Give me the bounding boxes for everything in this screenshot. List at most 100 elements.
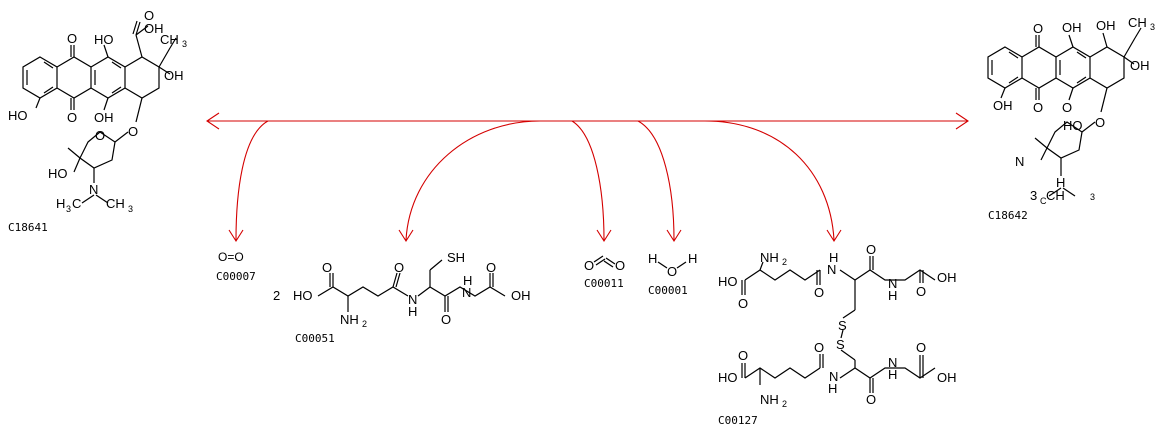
glutathione-coefficient: 2 xyxy=(273,288,280,303)
atom-label: O xyxy=(1062,100,1072,115)
atom-label: 3 xyxy=(66,204,71,214)
atom-label: H xyxy=(56,196,65,211)
ring-d xyxy=(124,56,160,99)
atom-label: O xyxy=(322,260,332,275)
oxygen-id: C00007 xyxy=(216,270,256,283)
atom-label: OH xyxy=(1130,58,1150,73)
atom-label: C xyxy=(72,196,81,211)
atom-label: O xyxy=(738,348,748,363)
atom-label: O xyxy=(486,260,496,275)
atom-label: CH xyxy=(160,32,179,47)
ring-a-inner xyxy=(26,61,54,94)
atom-label: HO xyxy=(718,274,738,289)
atom-label: H xyxy=(829,250,838,265)
atom-label: O xyxy=(1033,21,1043,36)
glutathione-arrowhead xyxy=(398,229,414,243)
atom-label: HO xyxy=(1063,118,1083,133)
atom-label: OH xyxy=(937,370,957,385)
oxygen-arrowhead xyxy=(228,229,244,243)
atom-label: H xyxy=(463,273,472,288)
atom-label: N xyxy=(408,292,417,307)
atom-label: HO xyxy=(94,32,114,47)
atom-label: 3 xyxy=(182,39,187,49)
arrow-to-co2 xyxy=(571,120,605,241)
atom-label: OH xyxy=(511,288,531,303)
atom-label: N xyxy=(888,355,897,370)
arrow-to-glutathione xyxy=(405,120,541,241)
atom-label: O xyxy=(738,296,748,311)
substrate-id: C18641 xyxy=(8,221,48,234)
atom-label: H xyxy=(1056,175,1065,190)
atom-label: S xyxy=(836,337,845,352)
atom-label: O xyxy=(615,258,625,273)
oxygen-formula: O=O xyxy=(218,250,244,264)
atom-label: CH xyxy=(106,196,125,211)
atom-label: 3 xyxy=(1150,22,1155,32)
atom-label: N xyxy=(827,262,836,277)
atom-label: O xyxy=(814,285,824,300)
atom-label: NH xyxy=(760,392,779,407)
water-arrowhead xyxy=(666,229,682,243)
atom-label: 2 xyxy=(362,319,367,329)
atom-label: 2 xyxy=(782,257,787,267)
atom-label: OH xyxy=(937,270,957,285)
product-structure: O OH OH CH 3 OH O OH O O HO N H 3 C CH 3… xyxy=(987,15,1155,222)
right-arrowhead xyxy=(955,112,969,130)
arrow-to-gssg xyxy=(704,120,835,241)
atom-label: CH xyxy=(1046,188,1065,203)
atom-label: HO xyxy=(718,370,738,385)
glutathione-id: C00051 xyxy=(295,332,335,345)
substrate-structure: O O OH HO CH 3 OH O HO OH O O HO N H 3 C… xyxy=(8,8,187,234)
atom-label: O xyxy=(814,340,824,355)
atom-label: CH xyxy=(1128,15,1147,30)
atom-label: O xyxy=(441,312,451,327)
atom-label: OH xyxy=(1062,20,1082,35)
atom-label: O xyxy=(95,128,105,143)
atom-label: NH xyxy=(340,312,359,327)
atom-label: HO xyxy=(8,108,28,123)
ring-a xyxy=(22,56,58,99)
atom-label: O xyxy=(144,8,154,23)
atom-label: OH xyxy=(993,98,1013,113)
gssg-id: C00127 xyxy=(718,414,758,427)
atom-label: O xyxy=(1033,100,1043,115)
left-arrowhead xyxy=(206,112,220,130)
atom-label: H xyxy=(828,381,837,396)
arrow-to-water xyxy=(637,120,675,241)
atom-label: S xyxy=(838,318,847,333)
atom-label: O xyxy=(584,258,594,273)
atom-label: O xyxy=(667,264,677,279)
atom-label: H xyxy=(648,251,657,266)
oxygen-compound: O=O C00007 xyxy=(216,250,256,283)
atom-label: N xyxy=(888,276,897,291)
water-compound: H O H C00001 xyxy=(648,251,697,297)
atom-label: 2 xyxy=(782,399,787,409)
atom-label: H xyxy=(888,367,897,382)
atom-label: O xyxy=(1095,115,1105,130)
atom-label: O xyxy=(866,392,876,407)
atom-label: 3 xyxy=(128,204,133,214)
atom-label: HO xyxy=(48,166,68,181)
atom-label: OH xyxy=(144,21,164,36)
reaction-arrows xyxy=(206,112,969,243)
atom-label: OH xyxy=(164,68,184,83)
arrow-to-oxygen xyxy=(235,120,269,241)
atom-label: N xyxy=(829,369,838,384)
water-id: C00001 xyxy=(648,284,688,297)
atom-label: O xyxy=(866,242,876,257)
atom-label: N xyxy=(1015,154,1024,169)
atom-label: 3 xyxy=(1090,192,1095,202)
atom-label: SH xyxy=(447,250,465,265)
atom-label: HO xyxy=(293,288,313,303)
co2-compound: O O C00011 xyxy=(584,255,625,290)
atom-label: OH xyxy=(1096,18,1116,33)
atom-label: NH xyxy=(760,250,779,265)
atom-label: O xyxy=(67,31,77,46)
ring-b xyxy=(56,56,92,99)
atom-label: H xyxy=(888,288,897,303)
atom-label: C xyxy=(1040,196,1047,206)
atom-label: H xyxy=(688,251,697,266)
gssg-arrowhead xyxy=(826,229,842,243)
gssg-compound: NH 2 O HO O H N N H O O OH S S O HO NH 2… xyxy=(718,242,957,427)
